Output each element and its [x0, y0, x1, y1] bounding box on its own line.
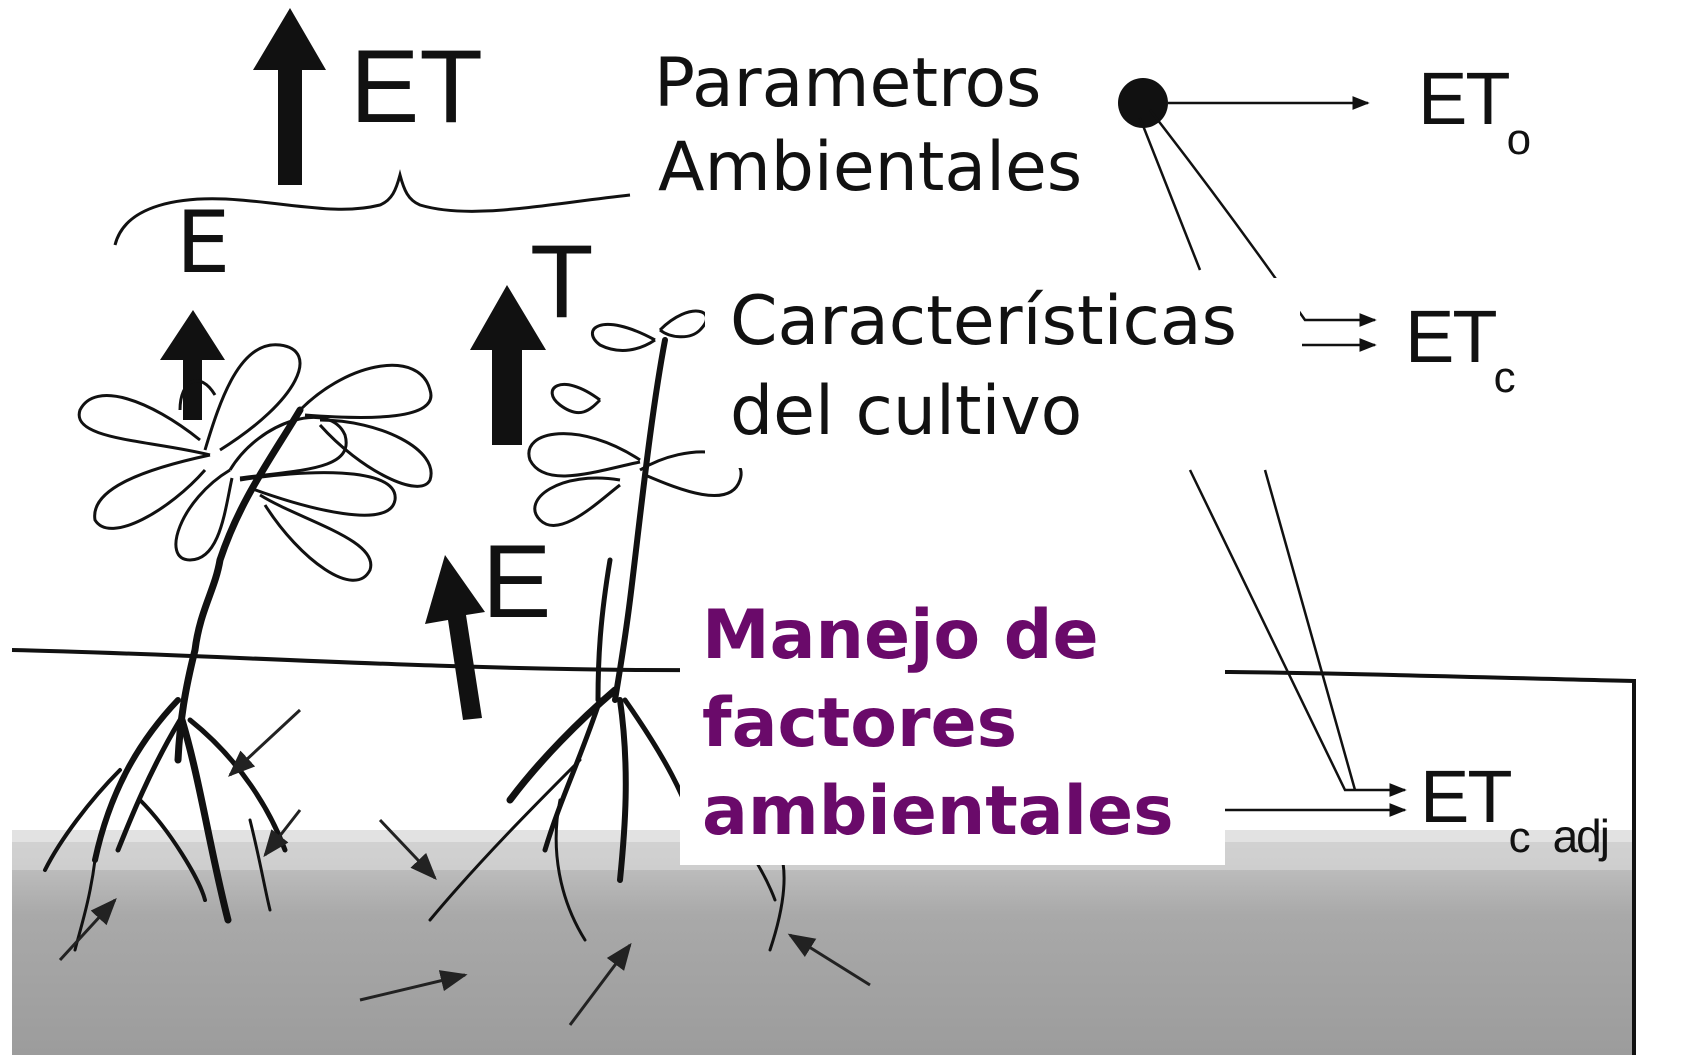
output-etc-adj-sub: c	[1508, 813, 1531, 862]
output-eto-main: ET	[1418, 57, 1511, 140]
output-etc-main: ET	[1405, 295, 1498, 378]
output-etc-sub: c	[1493, 353, 1516, 402]
soil-layer	[12, 840, 1634, 1055]
ground-line	[11, 648, 1636, 1055]
label-et: ET	[350, 29, 483, 145]
middle-plant	[527, 309, 743, 527]
et-brace	[113, 169, 631, 246]
et-arrow	[253, 8, 326, 185]
output-eto: ETo	[1418, 62, 1531, 162]
source-dot	[1118, 78, 1168, 128]
mgmt-line-1: Manejo de	[702, 596, 1099, 675]
label-e-evaporation: E	[482, 524, 552, 640]
crop-line-2: del cultivo	[730, 372, 1083, 451]
t-arrow	[470, 285, 546, 445]
soil-water-arrows	[58, 708, 871, 1026]
middle-roots	[428, 337, 786, 952]
param-box: Parametros Ambientales	[640, 40, 1100, 220]
crop-box: Características del cultivo	[705, 278, 1300, 468]
param-line-1: Parametros	[654, 44, 1042, 123]
label-e-soil: E	[176, 193, 231, 293]
param-line-2: Ambientales	[658, 128, 1083, 207]
left-plant	[77, 343, 433, 582]
e-mid-arrow	[425, 555, 485, 720]
mgmt-line-2: factores	[702, 684, 1018, 763]
output-etc-adj-main: ET	[1420, 755, 1513, 838]
output-etc-adj-suffix: adj	[1552, 810, 1610, 862]
crop-line-1: Características	[730, 282, 1237, 361]
management-box: Manejo de factores ambientales	[680, 580, 1225, 865]
e-left-arrow	[160, 310, 225, 420]
output-etc: ETc	[1405, 300, 1516, 400]
connectors	[1118, 78, 1407, 817]
label-t-transpiration: T	[530, 224, 594, 340]
output-eto-sub: o	[1506, 115, 1532, 164]
mgmt-line-3: ambientales	[702, 772, 1174, 851]
